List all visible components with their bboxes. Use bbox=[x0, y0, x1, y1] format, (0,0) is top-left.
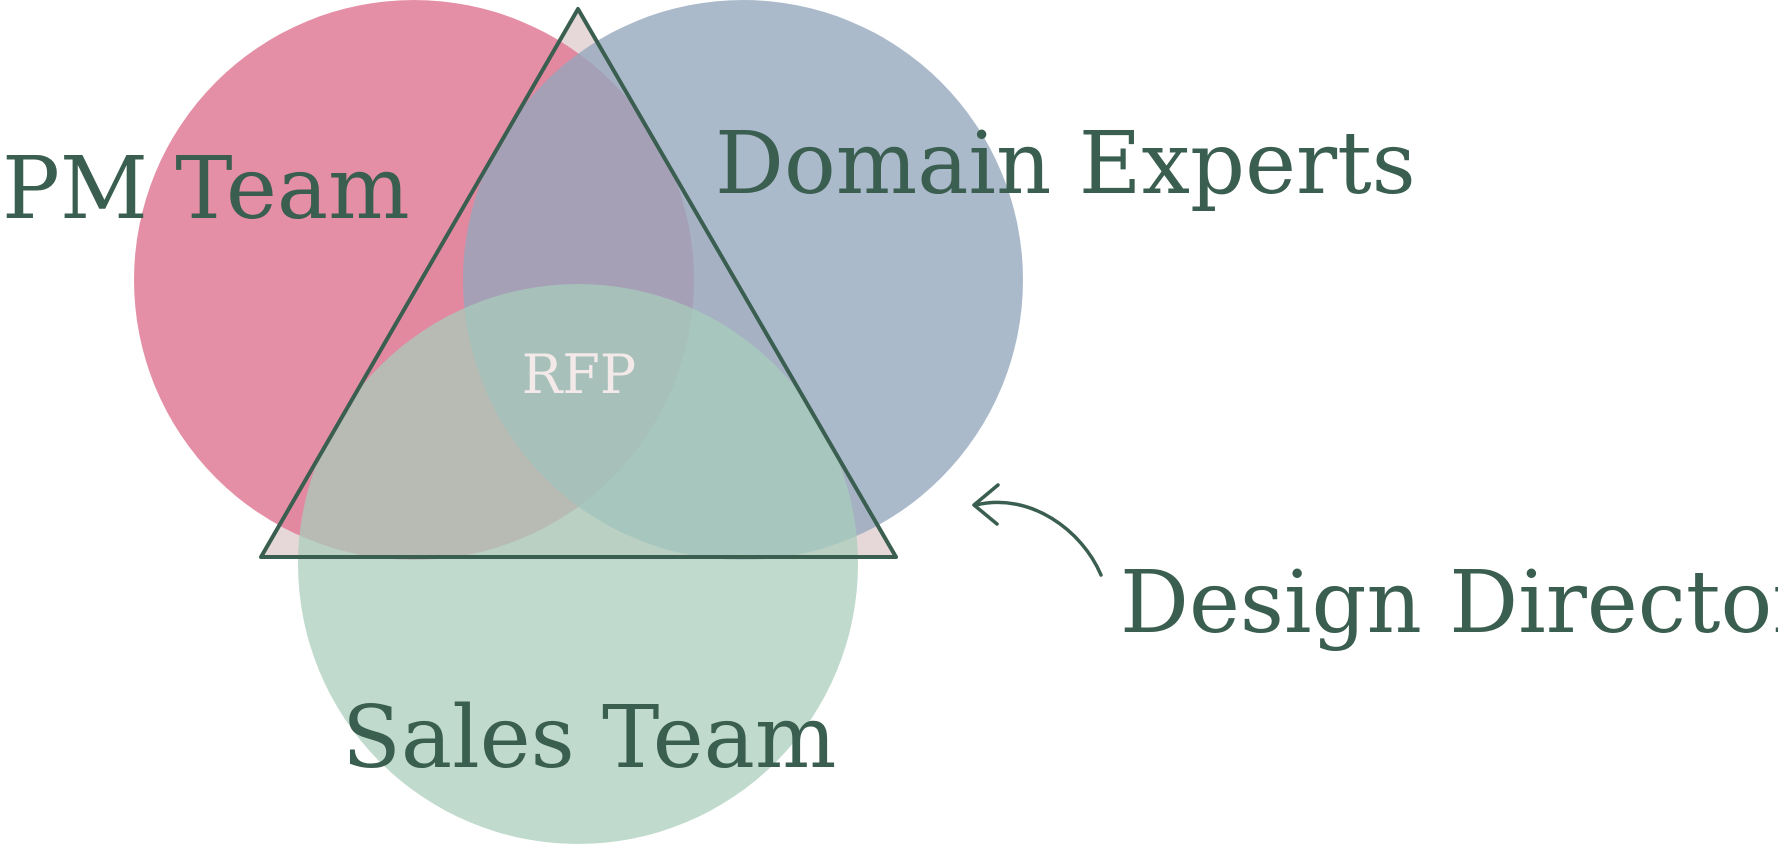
domain-experts-label: Domain Experts bbox=[715, 114, 1416, 214]
design-director-label: Design Director bbox=[1120, 553, 1778, 653]
design-director-arrow-icon bbox=[972, 483, 1103, 577]
rfp-triangle-outline bbox=[259, 7, 898, 559]
sales-team-label: Sales Team bbox=[342, 688, 836, 788]
sales-team-circle bbox=[298, 284, 858, 844]
rfp-center-label: RFP bbox=[522, 343, 636, 406]
pm-team-label: PM Team bbox=[2, 139, 410, 239]
